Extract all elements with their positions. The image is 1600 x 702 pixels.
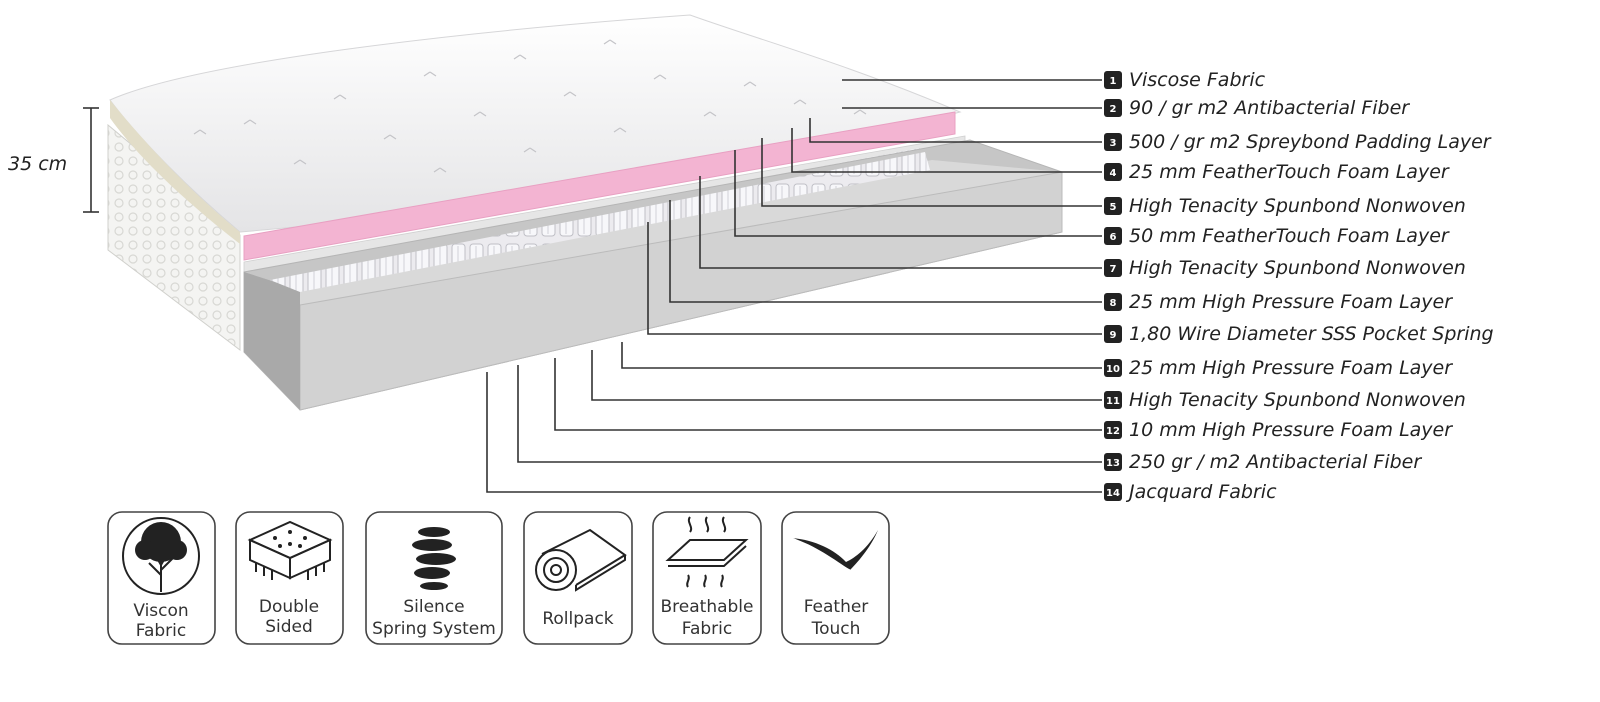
layer-item: 6 50 mm FeatherTouch Foam Layer [1104,225,1450,247]
layer-label: 250 gr / m2 Antibacterial Fiber [1129,451,1422,473]
feature-label-line1: Viscon [133,601,188,621]
feature-label-line1: Rollpack [542,609,613,629]
layer-item: 1 Viscose Fabric [1104,69,1266,91]
feature-icons: Viscon Fabric Double Sided [107,511,890,645]
layer-number-badge [1104,391,1122,409]
layer-number-badge [1104,325,1122,343]
layer-label: 1,80 Wire Diameter SSS Pocket Spring [1129,323,1494,345]
layer-number-badge [1104,99,1122,117]
mattress-illustration [107,14,1063,411]
layer-number-badge [1104,453,1122,471]
layer-number: 9 [1110,330,1117,341]
layer-number-badge [1104,421,1122,439]
layer-item: 11 High Tenacity Spunbond Nonwoven [1104,389,1466,411]
feature-label-line2: Fabric [136,621,187,641]
layer-number: 11 [1106,396,1120,407]
feature-label-line1: Silence [403,597,464,617]
layer-item: 8 25 mm High Pressure Foam Layer [1104,291,1453,313]
layer-number: 14 [1106,488,1120,499]
feature-label-line2: Touch [811,619,861,639]
spring-icon [412,527,456,590]
layer-label: 25 mm High Pressure Foam Layer [1129,291,1453,313]
leader-lines [486,79,1102,493]
layer-label: 25 mm FeatherTouch Foam Layer [1129,161,1450,183]
layer-label: Jacquard Fabric [1125,481,1277,503]
layer-number: 10 [1106,364,1120,375]
layer-number: 4 [1110,168,1117,179]
layer-item: 3 500 / gr m2 Spreybond Padding Layer [1104,131,1492,153]
layer-item: 14 Jacquard Fabric [1104,481,1277,503]
layer-number: 6 [1110,232,1117,243]
layer-label: 500 / gr m2 Spreybond Padding Layer [1129,131,1492,153]
layer-label: High Tenacity Spunbond Nonwoven [1129,195,1466,217]
layer-label: Viscose Fabric [1129,69,1266,91]
layer-number-badge [1104,71,1122,89]
layer-number: 2 [1110,104,1117,115]
layer-item: 4 25 mm FeatherTouch Foam Layer [1104,161,1450,183]
layer-number-badge [1104,359,1122,377]
height-indicator: 35 cm [8,107,99,213]
layer-number-badge [1104,197,1122,215]
rolled-mattress-icon [535,528,627,592]
layer-item: 5 High Tenacity Spunbond Nonwoven [1104,195,1466,217]
layer-number: 12 [1106,426,1120,437]
breathable-layers-icon [665,516,749,588]
layer-label: High Tenacity Spunbond Nonwoven [1129,257,1466,279]
layer-label: 90 / gr m2 Antibacterial Fiber [1129,97,1410,119]
height-label: 35 cm [8,153,67,175]
tree-icon [122,517,200,595]
feature-badge-breathable-fabric: Breathable Fabric [652,511,762,645]
feature-label-line2: Sided [265,617,313,637]
feature-badge-rollpack: Rollpack [523,511,633,645]
layer-item: 12 10 mm High Pressure Foam Layer [1104,419,1453,441]
layer-number: 1 [1110,76,1117,87]
feature-label-line2: Fabric [682,619,733,639]
feature-badge-feather-touch: Feather Touch [781,511,890,645]
layer-label: 50 mm FeatherTouch Foam Layer [1129,225,1450,247]
feature-label-line1: Feather [804,597,869,617]
layer-number-badge [1104,133,1122,151]
feature-label-line2: Spring System [372,619,496,639]
layer-item: 2 90 / gr m2 Antibacterial Fiber [1104,97,1410,119]
layer-number-badge [1104,259,1122,277]
layer-label: 10 mm High Pressure Foam Layer [1129,419,1453,441]
layer-number: 13 [1106,458,1120,469]
feather-icon [791,530,878,571]
feature-badge-double-sided: Double Sided [235,511,344,645]
layer-label: High Tenacity Spunbond Nonwoven [1129,389,1466,411]
layer-number-badge [1104,163,1122,181]
layer-item: 13 250 gr / m2 Antibacterial Fiber [1104,451,1422,473]
layer-number: 5 [1110,202,1117,213]
feature-badge-viscon-fabric: Viscon Fabric [107,511,216,645]
layer-list: 1 Viscose Fabric 2 90 / gr m2 Antibacterial… [1104,69,1494,503]
layer-number-badge [1104,483,1122,501]
feature-badge-silence-spring-system: Silence Spring System [365,511,503,645]
layer-number: 7 [1110,264,1117,275]
layer-number-badge [1104,293,1122,311]
feature-label-line1: Double [259,597,319,617]
layer-label: 25 mm High Pressure Foam Layer [1129,357,1453,379]
layer-number: 8 [1110,298,1117,309]
double-sided-mattress-icon [247,520,333,580]
layer-item: 10 25 mm High Pressure Foam Layer [1104,357,1453,379]
layer-item: 7 High Tenacity Spunbond Nonwoven [1104,257,1466,279]
feature-label-line1: Breathable [661,597,754,617]
layer-number: 3 [1110,138,1117,149]
layer-item: 9 1,80 Wire Diameter SSS Pocket Spring [1104,323,1494,345]
layer-number-badge [1104,227,1122,245]
